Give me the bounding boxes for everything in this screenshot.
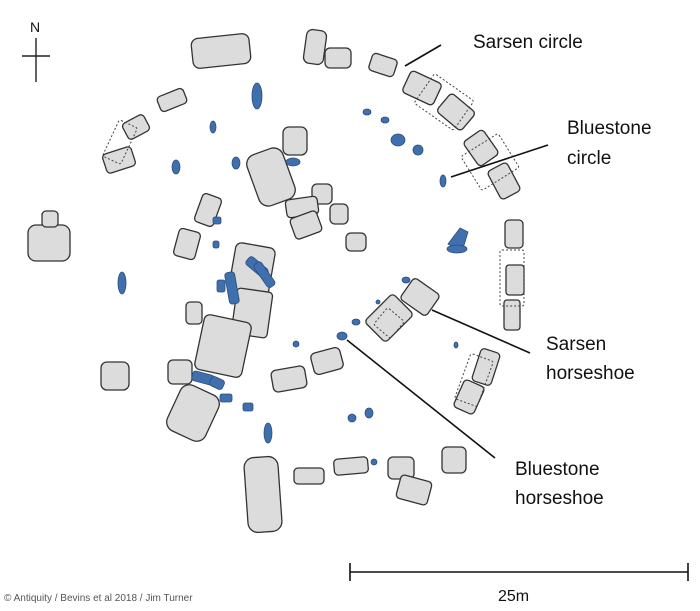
diagram-labels: Sarsen circle Bluestone circle Sarsen ho… [473,32,652,509]
bluestone-horseshoe-stones [191,216,381,412]
sarsen-stone [504,219,524,249]
sarsen-circle-stones [27,28,525,534]
sarsen-stone [365,294,413,342]
bluestone [336,331,348,341]
leader-line-bluestone-horseshoe [346,339,496,459]
bluestone [412,144,424,156]
bluestone [439,174,447,188]
bluestone [370,458,378,466]
sarsen-stone [441,446,467,474]
label-bluestone-horseshoe-line-1: Bluestone [515,459,600,480]
sarsen-stone [471,348,501,386]
sarsen-stone [310,346,344,376]
sarsen-stone [395,474,433,506]
bluestone [212,216,222,225]
bluestone [380,116,390,124]
bluestone [446,244,468,254]
sarsen-stone [173,227,201,261]
north-arrow: N [22,19,50,82]
sarsen-stone [329,203,349,225]
sarsen-stone [437,93,475,131]
north-label: N [30,19,40,35]
bluestone [212,240,220,249]
sarsen-stone [302,28,328,66]
lintel-outline [373,307,405,339]
sarsen-stone [345,232,367,252]
bluestone [453,341,459,349]
bluestone [375,299,381,305]
sarsen-horseshoe-stones [173,126,440,393]
bluestone [390,133,406,147]
lintel-outline [414,73,474,131]
bluestone [351,318,361,326]
sarsen-stone [505,264,525,296]
label-sarsen-circle: Sarsen circle [473,32,583,53]
lintel-outline [102,119,138,165]
sarsen-stone [185,301,203,325]
bluestone [253,261,276,288]
sarsen-stone [246,147,296,207]
sarsen-stone [503,299,521,331]
sarsen-stone [324,47,352,69]
sarsen-stone [166,384,220,442]
bluestone [347,413,357,423]
sarsen-stone [194,314,252,378]
sarsen-stone [293,467,325,485]
bluestone [251,82,263,110]
bluestone [219,393,233,403]
sarsen-stone [41,210,59,228]
bluestone [285,157,301,167]
bluestone [263,422,273,444]
bluestone [117,271,127,295]
scale-bar-label: 25m [498,588,529,605]
bluestone [231,156,241,170]
sarsen-stone [463,129,499,167]
leader-line-sarsen-horseshoe [431,309,531,354]
sarsen-stone [282,126,308,156]
bluestone [401,276,411,284]
label-sarsen-horseshoe-line-2: horseshoe [546,363,635,384]
sarsen-stone [453,379,485,415]
scale-bar: 25m [349,563,689,605]
sarsen-stone [333,456,369,476]
bluestone-circle-stones [117,82,469,466]
sarsen-stone [167,359,193,385]
label-bluestone-circle-line-2: circle [567,148,611,169]
leader-line-sarsen-circle [404,44,442,67]
sarsen-stone [243,455,283,534]
sarsen-stone [289,210,323,240]
leader-lines [346,44,549,459]
sarsen-stone [270,365,308,393]
sarsen-stone [402,70,442,106]
sarsen-stone [368,52,398,78]
sarsen-stone [156,87,188,113]
sarsen-stone [387,456,415,480]
label-bluestone-horseshoe-line-2: horseshoe [515,488,604,509]
image-credit: © Antiquity / Bevins et al 2018 / Jim Tu… [4,593,193,604]
bluestone [216,279,226,293]
lintel-outline [499,249,525,307]
bluestone [224,271,240,305]
lintel-outline [461,133,519,191]
bluestone [209,376,225,390]
bluestone [171,159,181,175]
bluestone [364,407,374,419]
sarsen-stone [100,361,130,391]
label-sarsen-horseshoe-line-1: Sarsen [546,334,606,355]
label-bluestone-circle-line-1: Bluestone [567,118,652,139]
leader-line-bluestone-circle [450,144,549,178]
bluestone [362,108,372,116]
sarsen-stone [487,162,521,200]
bluestone [292,340,300,348]
bluestone [242,402,254,412]
sarsen-stone [27,224,71,262]
sarsen-stone [400,278,440,316]
sarsen-stone [190,33,252,69]
sarsen-stone [102,146,136,174]
bluestone [209,120,217,134]
